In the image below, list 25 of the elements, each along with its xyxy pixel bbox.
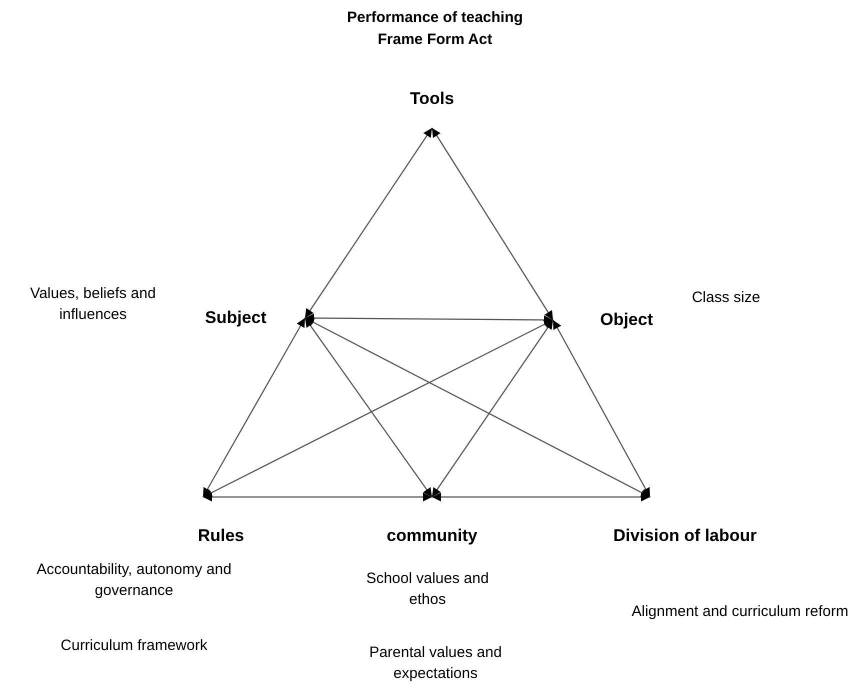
double-arrow: [203, 492, 432, 502]
annotation-text: Class size: [690, 288, 762, 308]
vertex-label: Object: [553, 307, 653, 333]
double-arrow: [304, 128, 432, 318]
double-arrow: [202, 318, 306, 498]
double-arrow: [432, 128, 554, 320]
double-arrow: [202, 319, 554, 498]
double-arrow: [304, 318, 432, 498]
annotation-text: School values and ethos: [365, 569, 490, 610]
vertex-label: Subject: [205, 305, 305, 331]
vertex-label: community: [372, 497, 492, 547]
annotation-text: Values, beliefs and influences: [29, 284, 157, 325]
double-arrow: [432, 320, 554, 498]
double-arrow: [304, 317, 650, 498]
double-arrow: [305, 314, 553, 324]
double-arrow: [552, 320, 651, 498]
vertex-label: Tools: [400, 88, 464, 128]
vertex-label: Rules: [186, 497, 256, 547]
annotation-text: Parental values and expectations: [368, 643, 503, 684]
annotation-text: Curriculum framework: [60, 636, 208, 656]
vertex-label: Division of labour: [590, 497, 780, 547]
annotation-text: Alignment and curriculum reform: [630, 602, 850, 622]
annotation-text: Accountability, autonomy and governance: [36, 560, 232, 601]
diagram-title: Performance of teaching Frame Form Act: [346, 8, 524, 50]
double-arrow: [432, 492, 650, 502]
